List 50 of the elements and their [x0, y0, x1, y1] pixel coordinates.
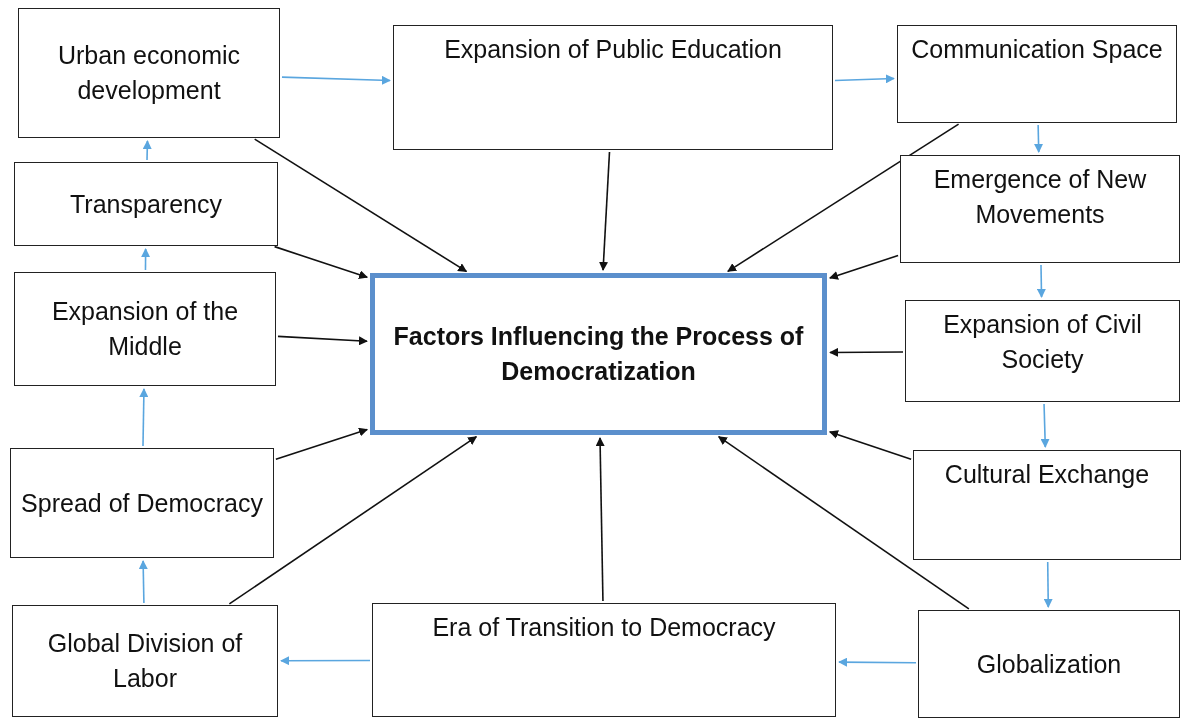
factor-box	[372, 603, 836, 717]
factor-box	[918, 610, 1180, 718]
box-text: Cultural Exchange	[944, 459, 1150, 490]
arrow	[829, 430, 912, 461]
central-box	[370, 273, 827, 435]
factor-box	[10, 448, 274, 558]
box-text: Transparency	[70, 188, 222, 220]
box-text: Emergence of New Movements	[932, 164, 1148, 230]
box-text: Spread of Democracy	[21, 487, 263, 519]
box-text: Globalization	[976, 648, 1122, 680]
arrow	[273, 245, 368, 280]
arrow	[599, 151, 611, 271]
arrow	[829, 347, 904, 357]
arrow	[838, 657, 917, 667]
arrow	[717, 435, 970, 610]
box-text: Era of Transition to Democracy	[432, 612, 776, 643]
box-text: Communication Space	[911, 34, 1163, 65]
arrow	[139, 388, 149, 447]
arrow	[277, 335, 368, 346]
arrow	[141, 248, 151, 271]
arrow	[281, 75, 391, 85]
arrow	[595, 437, 605, 602]
factor-box	[18, 8, 280, 138]
factor-box	[12, 605, 278, 717]
box-text: Urban economic development	[57, 40, 241, 106]
factor-box	[900, 155, 1180, 263]
arrow	[228, 435, 478, 605]
factor-box	[14, 162, 278, 246]
arrow	[138, 560, 148, 604]
box-text: Global Division of Labor	[46, 628, 244, 694]
box-text: Expansion of the Middle	[50, 296, 240, 362]
arrow	[280, 656, 371, 666]
arrow	[829, 254, 899, 280]
arrow	[1043, 561, 1053, 608]
box-text: Expansion of Civil Society	[942, 309, 1143, 375]
factor-box	[14, 272, 276, 386]
factor-box	[897, 25, 1177, 123]
arrow	[727, 123, 960, 273]
arrow	[142, 140, 152, 161]
box-text: Expansion of Public Education	[444, 34, 782, 65]
arrow	[275, 427, 368, 461]
arrow	[1034, 124, 1044, 153]
factor-box	[913, 450, 1181, 560]
box-text: Factors Influencing the Process of Democratization	[392, 321, 805, 387]
arrow	[1036, 264, 1046, 298]
arrow	[253, 138, 468, 273]
arrow	[1040, 403, 1050, 448]
factor-box	[393, 25, 833, 150]
arrow	[834, 74, 895, 84]
factor-box	[905, 300, 1180, 402]
